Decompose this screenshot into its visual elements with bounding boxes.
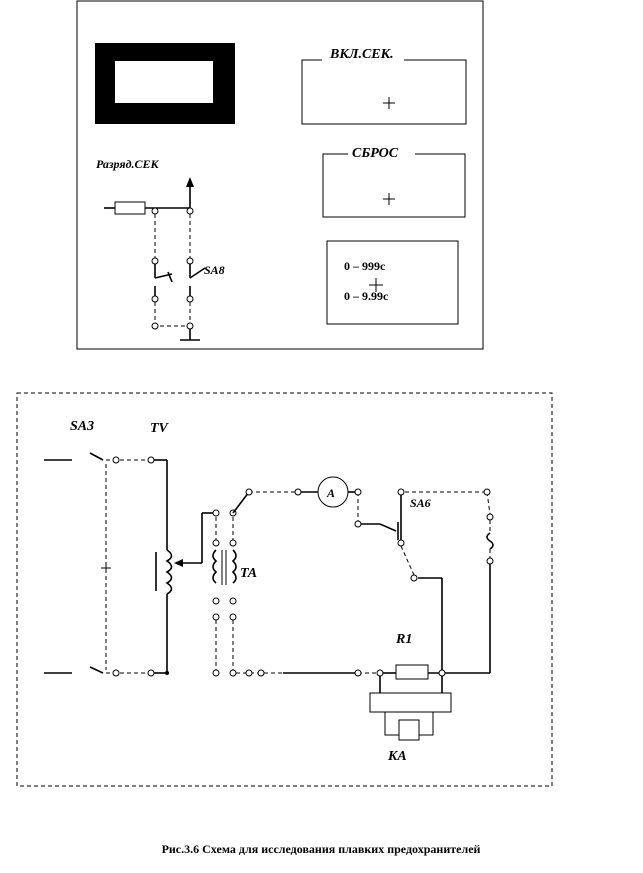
sa3-label: SA3 [70, 419, 94, 434]
range-option-2: 0 – 9.99с [344, 289, 389, 303]
crosshair-icon [101, 563, 111, 573]
crosshair-icon [383, 193, 395, 205]
sa6-label: SA6 [410, 496, 431, 510]
discharge-label: Разряд.СЕК [96, 157, 160, 171]
control-panel-frame [76, 0, 484, 350]
tv-autotransformer [154, 459, 215, 674]
crosshair-icon [383, 97, 395, 109]
reset-button[interactable]: СБРОС [322, 146, 466, 218]
relay-ka-coil [398, 719, 420, 741]
ammeter-label: A [326, 486, 335, 500]
range-option-1: 0 – 999с [344, 259, 386, 273]
relay-ka-body [369, 692, 452, 713]
arrow-left-icon [174, 559, 183, 567]
circuit-frame [16, 392, 553, 787]
resistor [114, 201, 146, 215]
display-screen [115, 61, 213, 103]
fuse-branch [418, 513, 494, 673]
arrow-up-icon [186, 177, 194, 187]
resistor-r1 [395, 664, 429, 680]
ammeter-branch: A SA6 [232, 476, 491, 582]
discharge-circuit: Разряд.СЕК SA8 [96, 157, 225, 341]
sa8-label: SA8 [204, 263, 225, 277]
switch-on-button[interactable]: ВКЛ.СЕК. [301, 47, 467, 125]
relay-branch: R1 KA [165, 632, 490, 764]
range-selector[interactable]: 0 – 999с 0 – 9.99с [326, 240, 459, 325]
r1-label: R1 [395, 632, 412, 647]
figure-caption: Рис.3.6 Схема для исследования плавких п… [162, 842, 481, 856]
switch-on-label: ВКЛ.СЕК. [329, 47, 394, 62]
ka-label: KA [387, 749, 407, 764]
ta-current-transformer: TA [212, 509, 257, 677]
fuse-icon [486, 532, 494, 550]
reset-label: СБРОС [352, 146, 399, 161]
crosshair-icon [369, 278, 383, 292]
ta-label: TA [240, 566, 257, 581]
sa3-switch [44, 452, 155, 677]
tv-label: TV [150, 421, 170, 436]
